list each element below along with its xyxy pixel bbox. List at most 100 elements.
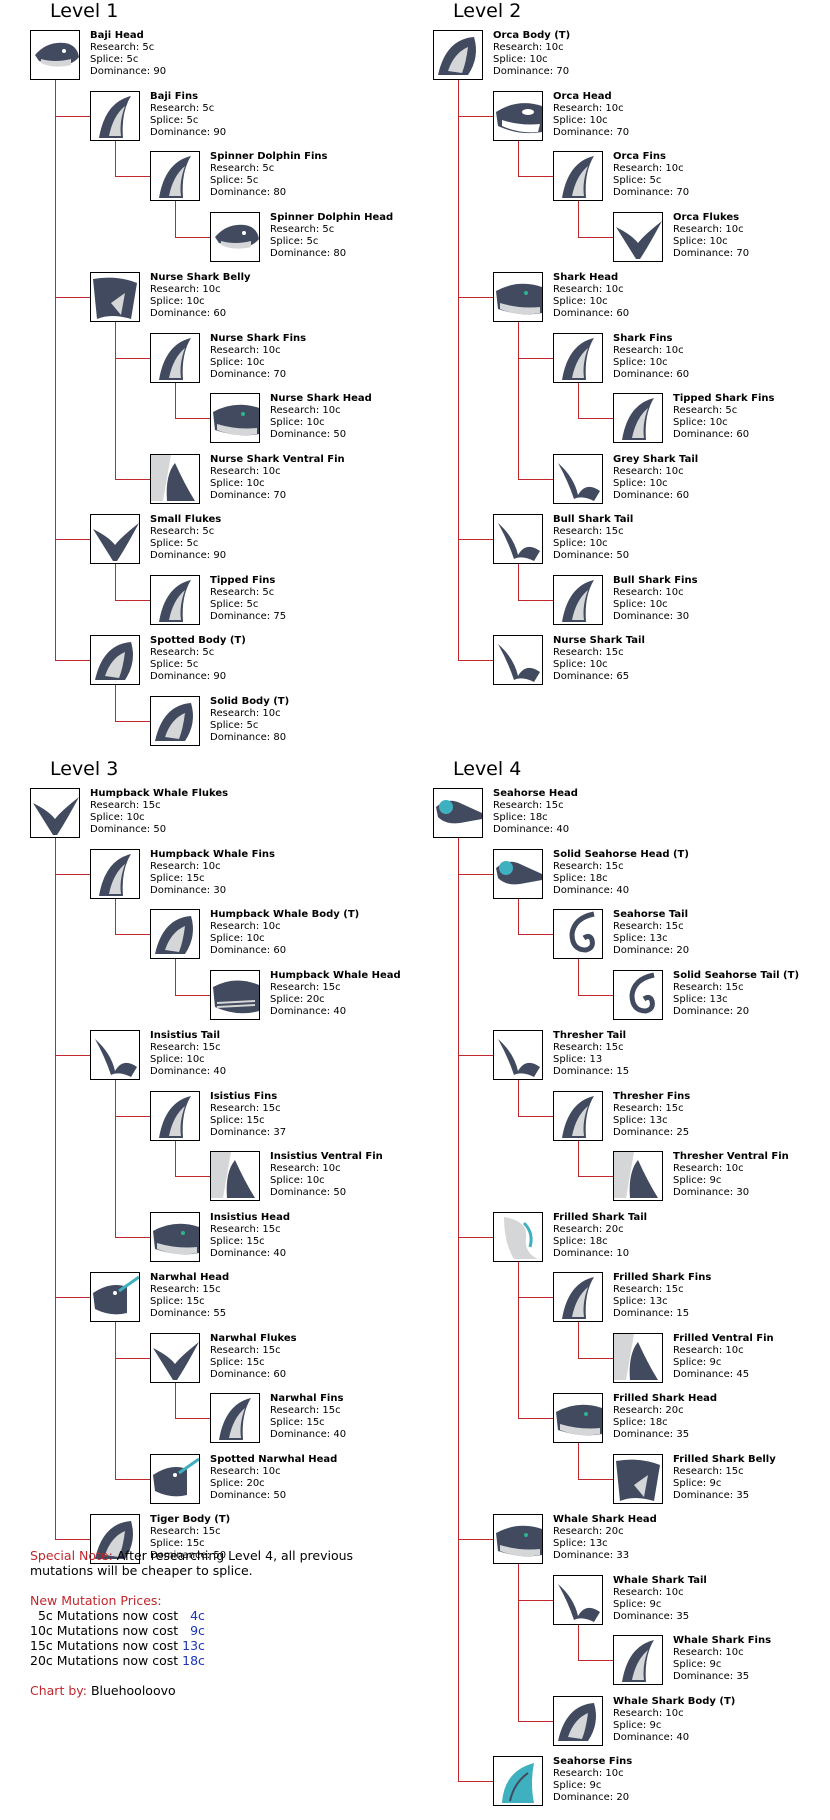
mutation-name: Bull Shark Fins [613,574,698,586]
mutation-research: Research: 10c [553,102,624,114]
mutation-dominance: Dominance: 60 [150,308,227,319]
curl-tail-icon [613,969,663,1020]
mutation-name: Frilled Ventral Fin [673,1332,774,1344]
mutation-name: Humpback Whale Fins [150,848,275,860]
mutation-dominance: Dominance: 40 [210,1247,287,1259]
mutation-name: Spotted Narwhal Head [210,1453,338,1465]
tree-connector-vertical [518,564,519,600]
mutation-splice: Splice: 20c [210,1477,265,1489]
tree-connector-horizontal [175,418,210,419]
tree-connector-vertical [175,1140,176,1176]
mutation-splice: Splice: 5c [150,538,199,549]
mutation-research: Research: 10c [673,1163,744,1174]
tree-connector-horizontal [458,539,493,540]
tree-connector-vertical [458,80,459,660]
body-icon [90,1514,140,1564]
narwhal-head-icon [150,1453,200,1504]
mutation-dominance: Dominance: 90 [150,550,227,561]
mutation-splice: Splice: 5c [210,175,259,186]
mutation-research: Research: 10c [210,707,281,719]
tree-connector-horizontal [55,660,90,661]
mutation-dominance: Dominance: 20 [553,1792,630,1803]
mutation-dominance: Dominance: 30 [150,884,227,896]
mutation-dominance: Dominance: 50 [150,1550,227,1561]
mutation-dominance: Dominance: 65 [553,671,630,682]
frilled-tail-icon [493,1211,543,1262]
mutation-splice: Splice: 10c [553,659,608,670]
mutation-research: Research: 5c [150,647,215,658]
mutation-research: Research: 5c [210,163,275,174]
ventral-fin-icon [150,453,200,504]
mutation-dominance: Dominance: 90 [150,671,227,682]
tree-connector-vertical [518,898,519,934]
tree-connector-vertical [55,80,56,660]
mutation-name: Insistius Head [210,1211,290,1223]
mutation-name: Thresher Fins [613,1090,691,1102]
price-to: 4c [182,1608,205,1623]
tree-connector-horizontal [55,115,90,117]
mutation-dominance: Dominance: 55 [150,1308,227,1319]
tree-connector-horizontal [458,1236,493,1238]
mutation-splice: Splice: 18c [553,872,608,884]
mutation-dominance: Dominance: 50 [553,550,630,561]
mutation-splice: Splice: 10c [613,598,668,610]
price-from: 20c [30,1653,53,1668]
mutation-splice: Splice: 9c [613,1719,662,1731]
mutation-dominance: Dominance: 60 [613,489,690,501]
price-from: 10c [30,1623,53,1638]
mutation-dominance: Dominance: 35 [673,1489,750,1501]
tree-connector-vertical [518,1080,519,1116]
mutation-dominance: Dominance: 40 [613,1731,690,1743]
mutation-name: Narwhal Flukes [210,1332,297,1344]
mutation-name: Orca Body (T) [493,30,571,41]
mutation-research: Research: 10c [613,344,684,356]
tree-connector-horizontal [578,1660,613,1661]
mutation-name: Narwhal Fins [270,1393,344,1404]
mutation-research: Research: 10c [673,1344,744,1356]
mutation-splice: Splice: 13c [673,993,728,1005]
level-title: Level 3 [50,758,119,780]
belly-icon [90,272,140,322]
new-prices-label: New Mutation Prices: [30,1593,162,1608]
mutation-dominance: Dominance: 35 [673,1671,750,1682]
mutation-research: Research: 15c [270,981,341,993]
mutation-dominance: Dominance: 50 [210,1489,287,1501]
mutation-splice: Splice: 10c [673,235,728,247]
shark-head-icon [493,272,543,322]
mutation-splice: Splice: 10c [210,356,265,368]
mutation-dominance: Dominance: 70 [210,368,287,380]
tree-connector-horizontal [115,934,150,935]
tree-connector-vertical [518,322,519,479]
mutation-dominance: Dominance: 37 [210,1126,287,1138]
mutation-name: Insistius Tail [150,1030,221,1041]
mutation-dominance: Dominance: 10 [553,1247,630,1259]
ventral-fin-icon [210,1151,260,1201]
mutation-name: Solid Seahorse Head (T) [553,848,689,860]
mutation-dominance: Dominance: 40 [493,824,570,835]
dolphin-head-icon [30,30,80,80]
mutation-dominance: Dominance: 50 [90,824,167,835]
ventral-fin-icon [613,1332,663,1383]
mutation-dominance: Dominance: 35 [613,1610,690,1622]
mutation-splice: Splice: 9c [673,1175,722,1186]
tree-connector-horizontal [115,176,150,177]
mutation-splice: Splice: 5c [90,54,139,65]
flukes-icon [90,514,140,564]
mutation-name: Whale Shark Fins [673,1635,772,1646]
mutation-splice: Splice: 13c [613,1114,668,1126]
mutation-research: Research: 20c [613,1405,684,1416]
body-icon [553,1695,603,1746]
mutation-dominance: Dominance: 25 [613,1126,690,1138]
whale-head-icon [210,969,260,1020]
mutation-research: Research: 20c [553,1223,624,1235]
mutation-research: Research: 10c [673,1647,744,1658]
mutation-research: Research: 10c [210,465,281,477]
mutation-dominance: Dominance: 40 [553,884,630,896]
mutation-name: Small Flukes [150,514,222,525]
